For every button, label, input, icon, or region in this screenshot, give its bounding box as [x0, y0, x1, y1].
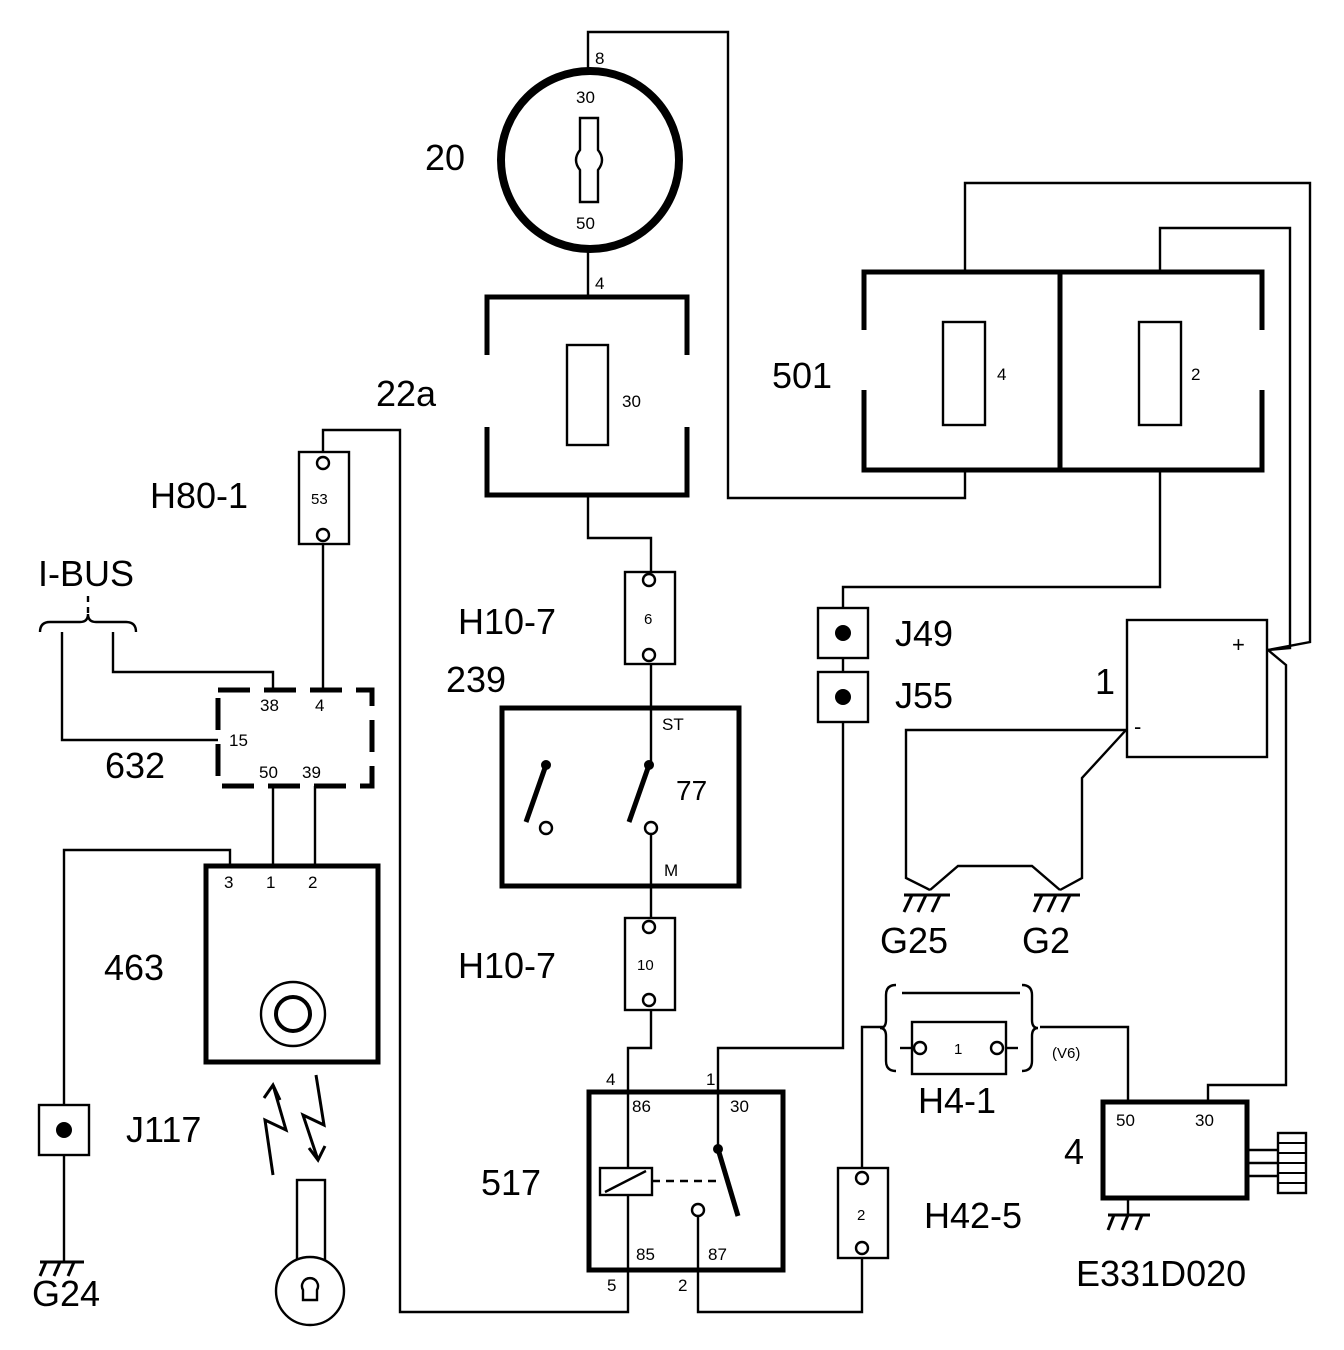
connector-h80-1: 53 H80-1: [150, 450, 351, 546]
c517-wire-2: 2: [678, 1276, 687, 1295]
h10a-pin: 6: [644, 611, 652, 628]
c632-pin-38: 38: [260, 696, 279, 715]
c239-m: M: [664, 861, 678, 880]
switch-239: ST M 77 239: [446, 659, 742, 889]
c20-term-bottom: 50: [576, 214, 595, 233]
splice-j55: J55: [816, 670, 953, 724]
j49-label: J49: [895, 613, 953, 654]
c463-pin-2: 2: [308, 873, 317, 892]
c632-label: 632: [105, 745, 165, 786]
starter-motor-4: 50 30 4: [1064, 1099, 1308, 1231]
h4-label: H4-1: [918, 1080, 996, 1121]
g2-label: G2: [1022, 920, 1070, 961]
h10b-pin: 10: [637, 957, 654, 974]
c20-pin-bottom: 4: [595, 274, 604, 293]
h80-label: H80-1: [150, 475, 248, 516]
battery-1: + - 1: [1095, 618, 1269, 759]
key-slot-icon: [574, 116, 604, 204]
splice-j49: J49: [816, 606, 953, 660]
module-632: 38 4 15 50 39 632: [105, 687, 375, 789]
j117-label: J117: [126, 1109, 201, 1150]
c463-label: 463: [104, 947, 164, 988]
i-bus: I-BUS: [38, 553, 138, 633]
c517-wire-4: 4: [606, 1070, 615, 1089]
h10b-label: H10-7: [458, 945, 556, 986]
brace-right-icon: [1021, 983, 1039, 1073]
connector-h42-5: 2 H42-5: [836, 1166, 1022, 1260]
ignition-switch-20: 8 30 50 4 20: [425, 49, 683, 293]
connector-h10-7-lower: 10 H10-7: [458, 916, 677, 1012]
connector-h4-1: 1 (V6) H4-1: [879, 983, 1080, 1121]
c517-wire-1: 1: [706, 1070, 715, 1089]
c239-st: ST: [662, 715, 684, 734]
g25-label: G25: [880, 920, 948, 961]
h4-note: (V6): [1052, 1045, 1080, 1062]
starter-pin-30: 30: [1195, 1111, 1214, 1130]
splice-j117: J117: [37, 1103, 201, 1157]
fuse-icon: [1137, 320, 1183, 427]
h80-pin: 53: [311, 491, 328, 508]
c632-pin-39: 39: [302, 763, 321, 782]
fuse-box-501: 4 2 501: [772, 269, 1271, 473]
g24-label: G24: [32, 1273, 100, 1314]
rf-signal-icon: [262, 1074, 327, 1176]
h42-pin: 2: [857, 1207, 865, 1224]
h10a-label: H10-7: [458, 601, 556, 642]
starter-pin-50: 50: [1116, 1111, 1135, 1130]
c20-label: 20: [425, 137, 465, 178]
fuse-icon: [941, 320, 987, 427]
ground-g2: G2: [1022, 893, 1080, 961]
battery-label: 1: [1095, 661, 1115, 702]
battery-plus: +: [1232, 632, 1245, 657]
c501-fuse-right: 2: [1191, 365, 1200, 384]
c239-label: 239: [446, 659, 506, 700]
c501-fuse-left: 4: [997, 365, 1006, 384]
c22a-fuse-label: 30: [622, 392, 641, 411]
wires: [60, 30, 1312, 1314]
fuse-icon: [565, 343, 610, 447]
h4-pin: 1: [954, 1041, 962, 1058]
h42-label: H42-5: [924, 1195, 1022, 1236]
drawing-code: E331D020: [1076, 1253, 1246, 1294]
c632-pin-15: 15: [229, 731, 248, 750]
c20-term-top: 30: [576, 88, 595, 107]
c517-label: 517: [481, 1162, 541, 1203]
fuse-box-22a: 30 22a: [376, 294, 696, 498]
c632-pin-50: 50: [259, 763, 278, 782]
c239-num: 77: [676, 775, 707, 806]
c463-pin-3: 3: [224, 873, 233, 892]
module-463: 3 1 2 463: [104, 863, 381, 1065]
ground-g24: G24: [32, 1260, 100, 1314]
c517-pin-86: 86: [632, 1097, 651, 1116]
c632-pin-4: 4: [315, 696, 324, 715]
c22a-label: 22a: [376, 373, 437, 414]
key-fob-icon: [274, 1178, 346, 1327]
c517-wire-5: 5: [607, 1276, 616, 1295]
connector-h10-7-upper: 6 H10-7: [458, 570, 677, 666]
brace-left-icon: [879, 983, 897, 1073]
j55-label: J55: [895, 675, 953, 716]
c463-pin-1: 1: [266, 873, 275, 892]
c517-pin-87: 87: [708, 1245, 727, 1264]
c517-pin-85: 85: [636, 1245, 655, 1264]
ground-g25: G25: [880, 893, 950, 961]
relay-517: 4 1 86 30 85 87 5 2 517: [481, 1070, 786, 1295]
bus-brace-icon: [38, 613, 138, 633]
starter-label: 4: [1064, 1131, 1084, 1172]
c501-label: 501: [772, 355, 832, 396]
c20-pin-top: 8: [595, 49, 604, 68]
c517-pin-30: 30: [730, 1097, 749, 1116]
ibus-label: I-BUS: [38, 553, 134, 594]
battery-minus: -: [1134, 714, 1141, 739]
